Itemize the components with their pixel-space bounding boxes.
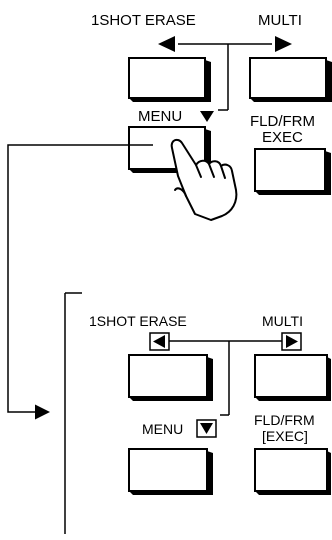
display-panel-bracket — [65, 293, 82, 534]
bottom-menu-button[interactable] — [129, 449, 213, 495]
left-arrow-icon — [158, 36, 175, 52]
bottom-1shot-erase-button[interactable] — [129, 355, 213, 401]
top-fld-frm-exec-button[interactable] — [255, 149, 331, 195]
top-menu-label: MENU — [138, 108, 182, 125]
top-fld-frm-label: FLD/FRM — [250, 113, 315, 130]
bracket-down-arrow-icon — [200, 423, 213, 434]
top-multi-label: MULTI — [258, 12, 302, 29]
top-1shot-erase-label: 1SHOT ERASE — [91, 12, 196, 29]
down-arrow-icon — [200, 111, 214, 122]
bottom-fld-frm-exec-button[interactable] — [255, 449, 331, 495]
bracket-right-arrow-icon — [286, 335, 298, 348]
top-1shot-erase-button[interactable] — [129, 58, 211, 102]
top-exec-label: EXEC — [262, 129, 303, 146]
top-multi-button[interactable] — [250, 58, 332, 102]
bottom-menu-label: MENU — [142, 421, 183, 437]
bottom-fld-frm-label: FLD/FRM — [254, 412, 315, 428]
bottom-multi-button[interactable] — [255, 355, 331, 401]
bottom-multi-label: MULTI — [262, 313, 303, 329]
right-arrow-icon — [275, 36, 292, 52]
bottom-1shot-erase-label: 1SHOT ERASE — [89, 313, 187, 329]
bottom-exec-label: [EXEC] — [262, 428, 308, 444]
bracket-left-arrow-icon — [153, 335, 165, 348]
bracket-down-arrow — [197, 420, 216, 437]
